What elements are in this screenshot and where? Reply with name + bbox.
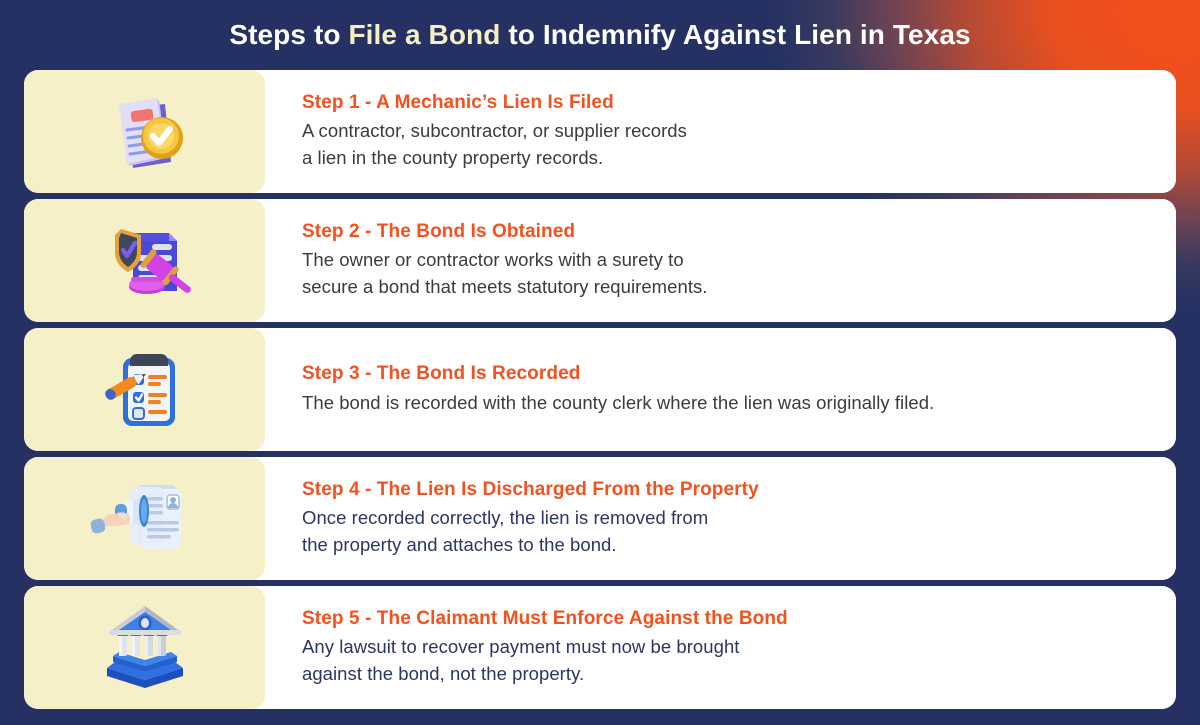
- step-description-5: Any lawsuit to recover payment must now …: [302, 636, 740, 685]
- step-description-2: The owner or contractor works with a sur…: [302, 249, 708, 298]
- step-card-3[interactable]: Step 3 - The Bond Is Recorded The bond i…: [24, 328, 1176, 451]
- page-title-highlight: File a Bond: [348, 19, 501, 50]
- step-card-4[interactable]: Step 4 - The Lien Is Discharged From the…: [24, 457, 1176, 580]
- step-description-4: Once recorded correctly, the lien is rem…: [302, 507, 709, 556]
- header: Steps to File a Bond to Indemnify Agains…: [0, 0, 1200, 70]
- steps-list: Step 1 - A Mechanic’s Lien Is Filed A co…: [0, 70, 1200, 709]
- step-card-2[interactable]: Step 2 - The Bond Is Obtained The owner …: [24, 199, 1176, 322]
- icon-panel-3: [24, 328, 265, 451]
- megaphone-hand-document-icon: [90, 471, 193, 567]
- step-card-5[interactable]: Step 5 - The Claimant Must Enforce Again…: [24, 586, 1176, 709]
- step-card-1[interactable]: Step 1 - A Mechanic’s Lien Is Filed A co…: [24, 70, 1176, 193]
- clipboard-checklist-pen-icon: [97, 342, 193, 438]
- icon-panel-1: [24, 70, 265, 193]
- page-title-part1: Steps to: [229, 19, 349, 50]
- document-check-badge-icon: [97, 84, 193, 180]
- step-title-3: Step 3 - The Bond Is Recorded: [302, 363, 581, 385]
- page-title: Steps to File a Bond to Indemnify Agains…: [229, 19, 970, 51]
- step-description-1: A contractor, subcontractor, or supplier…: [302, 120, 687, 169]
- step-title-5: Step 5 - The Claimant Must Enforce Again…: [302, 608, 788, 630]
- shield-document-gavel-icon: [97, 213, 193, 309]
- step-body-4: Step 4 - The Lien Is Discharged From the…: [265, 457, 1176, 580]
- step-title-1: Step 1 - A Mechanic’s Lien Is Filed: [302, 92, 614, 114]
- step-title-4: Step 4 - The Lien Is Discharged From the…: [302, 479, 759, 501]
- step-title-2: Step 2 - The Bond Is Obtained: [302, 221, 576, 243]
- icon-panel-4: [24, 457, 265, 580]
- icon-panel-2: [24, 199, 265, 322]
- step-body-1: Step 1 - A Mechanic’s Lien Is Filed A co…: [265, 70, 1176, 193]
- icon-panel-5: [24, 586, 265, 709]
- courthouse-building-icon: [97, 600, 193, 696]
- step-body-2: Step 2 - The Bond Is Obtained The owner …: [265, 199, 1176, 322]
- step-description-3: The bond is recorded with the county cle…: [302, 391, 935, 413]
- step-body-3: Step 3 - The Bond Is Recorded The bond i…: [265, 328, 1176, 451]
- step-body-5: Step 5 - The Claimant Must Enforce Again…: [265, 586, 1176, 709]
- page-title-part2: to Indemnify Against Lien in Texas: [500, 19, 971, 50]
